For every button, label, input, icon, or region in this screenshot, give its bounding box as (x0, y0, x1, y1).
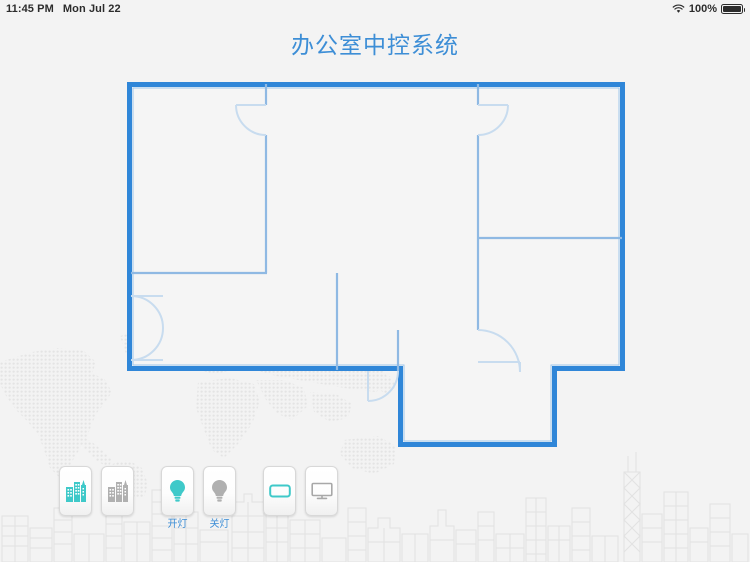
scene-off-button[interactable] (101, 466, 134, 516)
screen-down-button[interactable] (263, 466, 296, 516)
monitor-icon (310, 482, 333, 500)
screen-up-button[interactable] (305, 466, 338, 516)
page-title: 办公室中控系统 (291, 33, 459, 59)
toolbar-button-scene-off[interactable] (101, 466, 134, 531)
status-date: Mon Jul 22 (62, 2, 121, 15)
lightbulb-icon (212, 480, 227, 502)
door-swings (130, 104, 521, 402)
lightbulb-icon (170, 480, 185, 502)
toolbar-button-light-on[interactable]: 开灯 (161, 466, 194, 531)
scene-on-button[interactable] (59, 466, 92, 516)
toolbar-button-screen-up[interactable] (305, 466, 338, 531)
control-toolbar: 开灯 关灯 (59, 466, 338, 531)
building-icon (107, 480, 128, 502)
status-bar-right: 100% (672, 3, 750, 15)
building-icon (65, 480, 86, 502)
toolbar-button-light-off[interactable]: 关灯 (203, 466, 236, 531)
wifi-icon (672, 4, 685, 13)
toolbar-button-screen-down[interactable] (263, 466, 296, 531)
battery-percent: 100% (688, 2, 717, 15)
status-bar-left: 11:45 PM Mon Jul 22 (0, 3, 121, 15)
status-time: 11:45 PM (6, 2, 54, 15)
floor-fill (127, 82, 625, 447)
light-on-label: 开灯 (167, 519, 188, 530)
status-bar: 11:45 PM Mon Jul 22 100% (0, 0, 750, 17)
interior-walls (131, 84, 622, 371)
battery-full-icon (721, 3, 745, 14)
projector-screen-icon (268, 484, 291, 498)
light-off-label: 关灯 (209, 519, 230, 530)
light-on-button[interactable] (161, 466, 194, 516)
light-off-button[interactable] (203, 466, 236, 516)
toolbar-button-scene-on[interactable] (59, 466, 92, 531)
